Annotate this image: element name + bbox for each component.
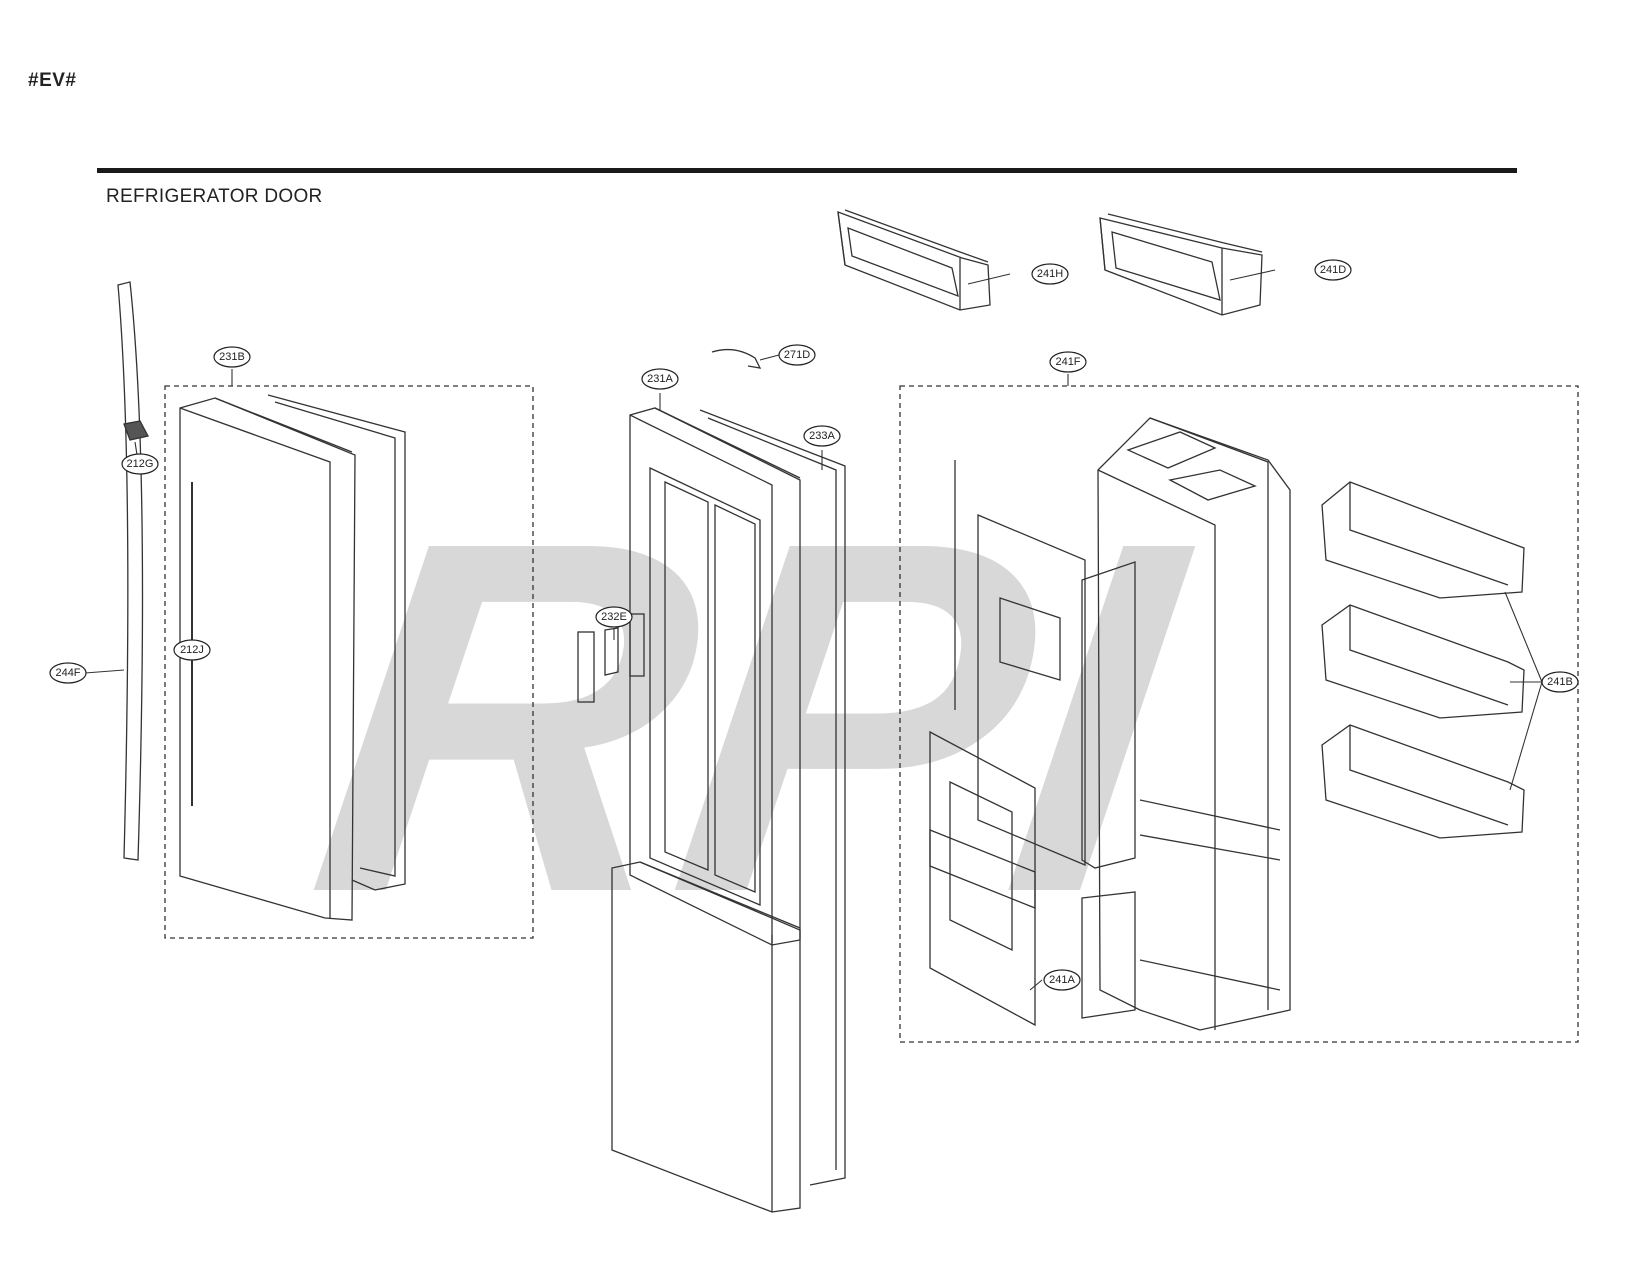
callouts: 241H 241D 231B 271D 231A 241F 233A 212G …	[49, 259, 1579, 991]
part-232e-drawing	[577, 613, 645, 703]
svg-text:212J: 212J	[180, 644, 204, 656]
svg-text:271D: 271D	[784, 349, 810, 361]
svg-text:241H: 241H	[1037, 268, 1063, 280]
svg-text:231A: 231A	[647, 373, 673, 385]
callout-233a: 233A	[803, 425, 841, 447]
callout-231b: 231B	[213, 346, 251, 368]
section-title: REFRIGERATOR DOOR	[106, 186, 323, 207]
assembly-box-241f	[899, 385, 1579, 1043]
part-271d-drawing	[711, 348, 762, 369]
svg-text:241D: 241D	[1320, 264, 1346, 276]
svg-text:241B: 241B	[1547, 676, 1573, 688]
door-bin-241h-drawing	[837, 209, 991, 311]
callout-212g: 212G	[121, 453, 159, 475]
callout-244f: 244F	[49, 662, 87, 684]
door-bin-241b-bottom-drawing	[1321, 724, 1525, 839]
callout-212j: 212J	[173, 639, 211, 661]
watermark: RPI	[290, 438, 1211, 996]
callout-241h: 241H	[1031, 263, 1069, 285]
center-door-drawing	[611, 407, 846, 1213]
inner-door-liner-drawing	[1097, 417, 1291, 1031]
page-code: #EV#	[28, 70, 77, 91]
svg-text:212G: 212G	[127, 458, 154, 470]
svg-text:241A: 241A	[1049, 974, 1075, 986]
door-bin-241b-mid-drawing	[1321, 604, 1525, 719]
callout-241b: 241B	[1541, 671, 1579, 693]
svg-text:233A: 233A	[809, 430, 835, 442]
svg-text:232E: 232E	[601, 611, 627, 623]
door-bin-241b-top-drawing	[1321, 481, 1525, 599]
assembly-box-231b	[164, 385, 534, 939]
header-rule	[97, 168, 1517, 173]
callout-241a: 241A	[1043, 969, 1081, 991]
door-bin-241d-drawing	[1099, 213, 1263, 316]
panel-241a-drawing	[929, 730, 1136, 1027]
svg-text:244F: 244F	[55, 667, 80, 679]
callout-232e: 232E	[595, 606, 633, 628]
callout-241d: 241D	[1314, 259, 1352, 281]
callout-241f: 241F	[1049, 351, 1087, 373]
part-212g-drawing	[123, 420, 149, 441]
svg-text:231B: 231B	[219, 351, 245, 363]
dispenser-cover-drawing	[954, 460, 1136, 869]
callout-271d: 271D	[778, 344, 816, 366]
callout-231a: 231A	[641, 368, 679, 390]
handle-244f-drawing	[117, 281, 144, 861]
svg-text:241F: 241F	[1055, 356, 1080, 368]
